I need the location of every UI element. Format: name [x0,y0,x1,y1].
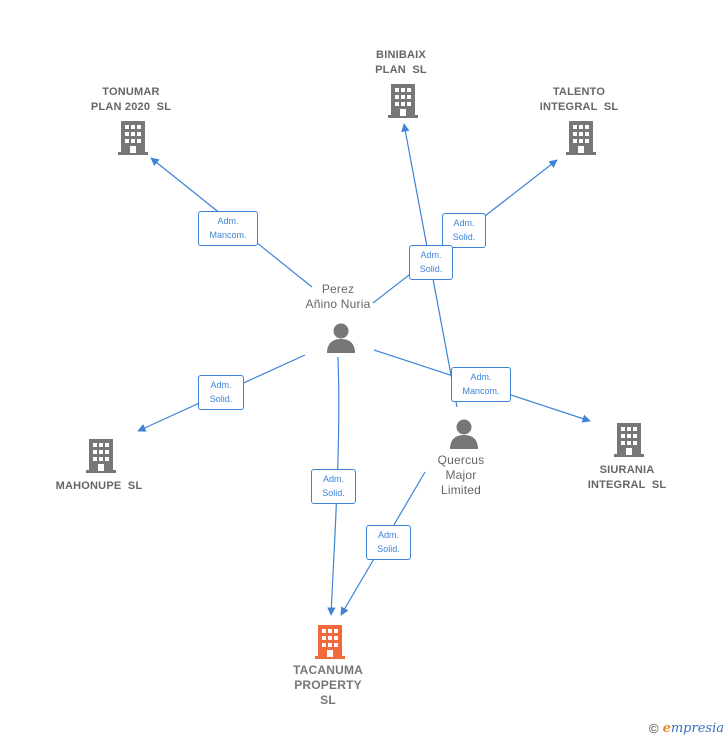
rel-type: Solid. [209,394,233,404]
rel-perez-siurania[interactable]: Adm. Mancom. [451,367,511,402]
talento-name-line2: INTEGRAL SL [539,101,619,113]
rel-quercus-tacanuma[interactable]: Adm. Solid. [366,525,411,560]
empresia-logo: empresia [663,721,724,736]
perez-name-line1: Perez [321,282,355,296]
tacanuma-label[interactable]: TACANUMA PROPERTY SL [268,663,388,708]
rel-type: Solid. [322,488,345,498]
rel-type: Mancom. [462,386,500,396]
rel-role: Adm. [210,380,232,390]
talento-label[interactable]: TALENTO INTEGRAL SL [519,85,639,115]
rel-perez-tonumar[interactable]: Adm. Mancom. [198,211,258,246]
mahonupe-label[interactable]: MAHONUPE SL [39,479,159,494]
tonumar-name-line1: TONUMAR [102,86,160,98]
mahonupe-name-line1: MAHONUPE SL [55,480,143,492]
rel-perez-mahonupe[interactable]: Adm. Solid. [198,375,244,410]
tonumar-label[interactable]: TONUMAR PLAN 2020 SL [71,85,191,115]
rel-type: Solid. [419,264,443,274]
mahonupe-building-icon[interactable] [86,439,116,478]
binibaix-name-line2: PLAN SL [375,64,427,76]
rel-type: Mancom. [209,230,247,240]
brand-initial: e [662,721,671,736]
perez-person-icon[interactable] [326,322,356,359]
binibaix-name-line1: BINIBAIX [376,49,426,61]
talento-building-icon[interactable] [566,121,596,160]
rel-role: Adm. [420,250,442,260]
rel-role: Adm. [453,218,475,228]
quercus-name-line2: Major [445,468,477,482]
tacanuma-building-icon[interactable] [315,625,345,664]
perez-name-line2: Añino Nuria [305,297,371,311]
binibaix-label[interactable]: BINIBAIX PLAN SL [341,48,461,78]
talento-name-line1: TALENTO [552,86,606,98]
brand-rest: mpresia [670,721,724,736]
rel-role: Adm. [470,372,492,382]
perez-label[interactable]: Perez Añino Nuria [278,282,398,312]
quercus-name-line1: Quercus [437,453,485,467]
footer-brand: © empresia [649,721,724,736]
tonumar-building-icon[interactable] [118,121,148,160]
rel-type: Solid. [377,544,400,554]
copyright-symbol: © [648,721,659,736]
rel-role: Adm. [377,530,399,540]
binibaix-building-icon[interactable] [388,84,418,123]
siurania-label[interactable]: SIURANIA INTEGRAL SL [567,463,687,493]
quercus-label[interactable]: Quercus Major Limited [401,453,521,498]
rel-perez-talento[interactable]: Adm. Solid. [442,213,486,248]
rel-quercus-binibaix[interactable]: Adm. Solid. [409,245,453,280]
rel-role: Adm. [217,216,239,226]
rel-type: Solid. [452,232,476,242]
siurania-name-line1: SIURANIA [599,464,655,476]
tacanuma-name-line2: PROPERTY [294,678,362,692]
quercus-person-icon[interactable] [449,418,479,455]
tonumar-name-line2: PLAN 2020 SL [90,101,172,113]
siurania-building-icon[interactable] [614,423,644,462]
rel-role: Adm. [322,474,344,484]
siurania-name-line2: INTEGRAL SL [587,479,667,491]
rel-perez-tacanuma[interactable]: Adm. Solid. [311,469,356,504]
tacanuma-name-line1: TACANUMA [292,663,364,677]
tacanuma-name-line3: SL [320,693,336,707]
quercus-name-line3: Limited [440,483,482,497]
